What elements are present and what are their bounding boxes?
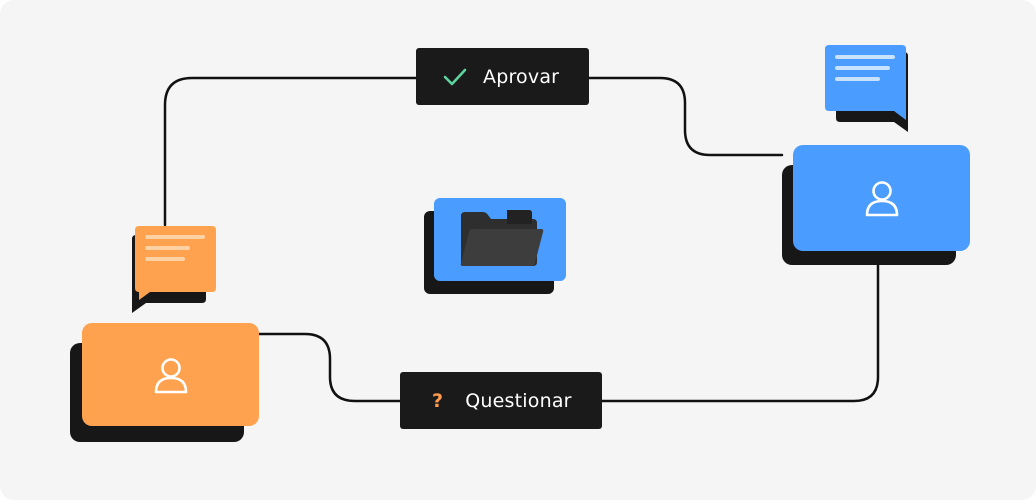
folder-icon xyxy=(455,209,545,270)
folder-card xyxy=(434,198,566,281)
chat-bubble-body xyxy=(825,45,906,120)
blue-chat-bubble xyxy=(820,40,920,135)
chat-line xyxy=(835,55,895,59)
approve-edge-label: Aprovar xyxy=(416,48,589,105)
wire-question-path xyxy=(256,263,880,403)
question-icon: ? xyxy=(432,389,444,412)
user-icon xyxy=(862,177,902,219)
user-icon xyxy=(151,354,191,396)
chat-line xyxy=(835,77,880,81)
question-label-text: Questionar xyxy=(465,389,572,412)
chat-line xyxy=(145,235,205,239)
blue-user-card xyxy=(793,145,970,251)
chat-line xyxy=(145,246,190,250)
question-edge-label: ? Questionar xyxy=(400,372,602,429)
chat-line xyxy=(145,257,185,261)
orange-chat-bubble xyxy=(120,225,220,320)
chat-line xyxy=(835,66,890,70)
chat-bubble-body xyxy=(135,226,216,300)
check-icon xyxy=(443,67,467,87)
orange-user-card xyxy=(82,323,259,426)
approve-label-text: Aprovar xyxy=(483,65,560,88)
wire-approve-path xyxy=(163,76,784,227)
